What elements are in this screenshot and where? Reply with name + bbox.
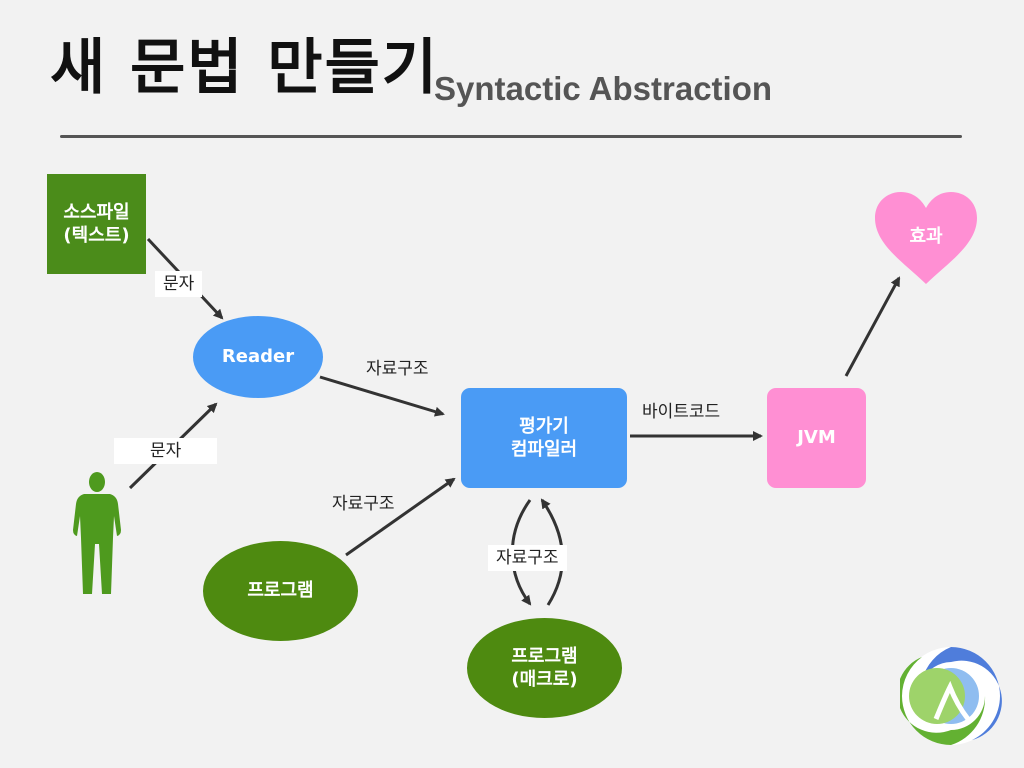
program-node: 프로그램 [203,541,358,641]
edge-label-person-reader: 문자 [114,438,218,465]
macro-program-node: 프로그램 (매크로) [467,618,622,718]
arrow-reader-to-eval [319,375,445,417]
arrow-program-to-eval [345,477,456,557]
jvm-label: JVM [797,427,836,449]
source-file-label-1: 소스파일 [63,201,130,223]
source-file-label-2: (텍스트) [63,225,130,246]
arrow-jvm-to-effect [844,276,901,377]
effect-label: 효과 [909,226,943,247]
evaluator-label: 평가기 [519,415,569,437]
page-subtitle: Syntactic Abstraction [434,70,773,107]
macro-label-2: (매크로) [511,669,578,690]
clojure-logo-icon [900,647,1002,745]
jvm-node: JVM [767,388,866,488]
source-file-box: 소스파일 (텍스트) [47,174,146,274]
program-label: 프로그램 [247,580,314,602]
title-divider [60,135,962,138]
edge-label-source-reader: 문자 [155,271,203,298]
page-title: 새 문법 만들기 [50,33,439,103]
edge-label-program-eval: 자료구조 [332,494,395,514]
evaluator-compiler-node: 평가기 컴파일러 [461,388,627,488]
edge-label-eval-jvm: 바이트코드 [642,402,721,422]
heart-icon [875,192,977,284]
reader-node: Reader [193,316,323,398]
edge-label-eval-macro: 자료구조 [488,545,567,572]
edge-label-reader-eval: 자료구조 [366,359,429,379]
compiler-label: 컴파일러 [510,439,578,460]
macro-label-1: 프로그램 [511,645,578,667]
person-icon [73,472,121,594]
reader-label: Reader [221,346,295,368]
